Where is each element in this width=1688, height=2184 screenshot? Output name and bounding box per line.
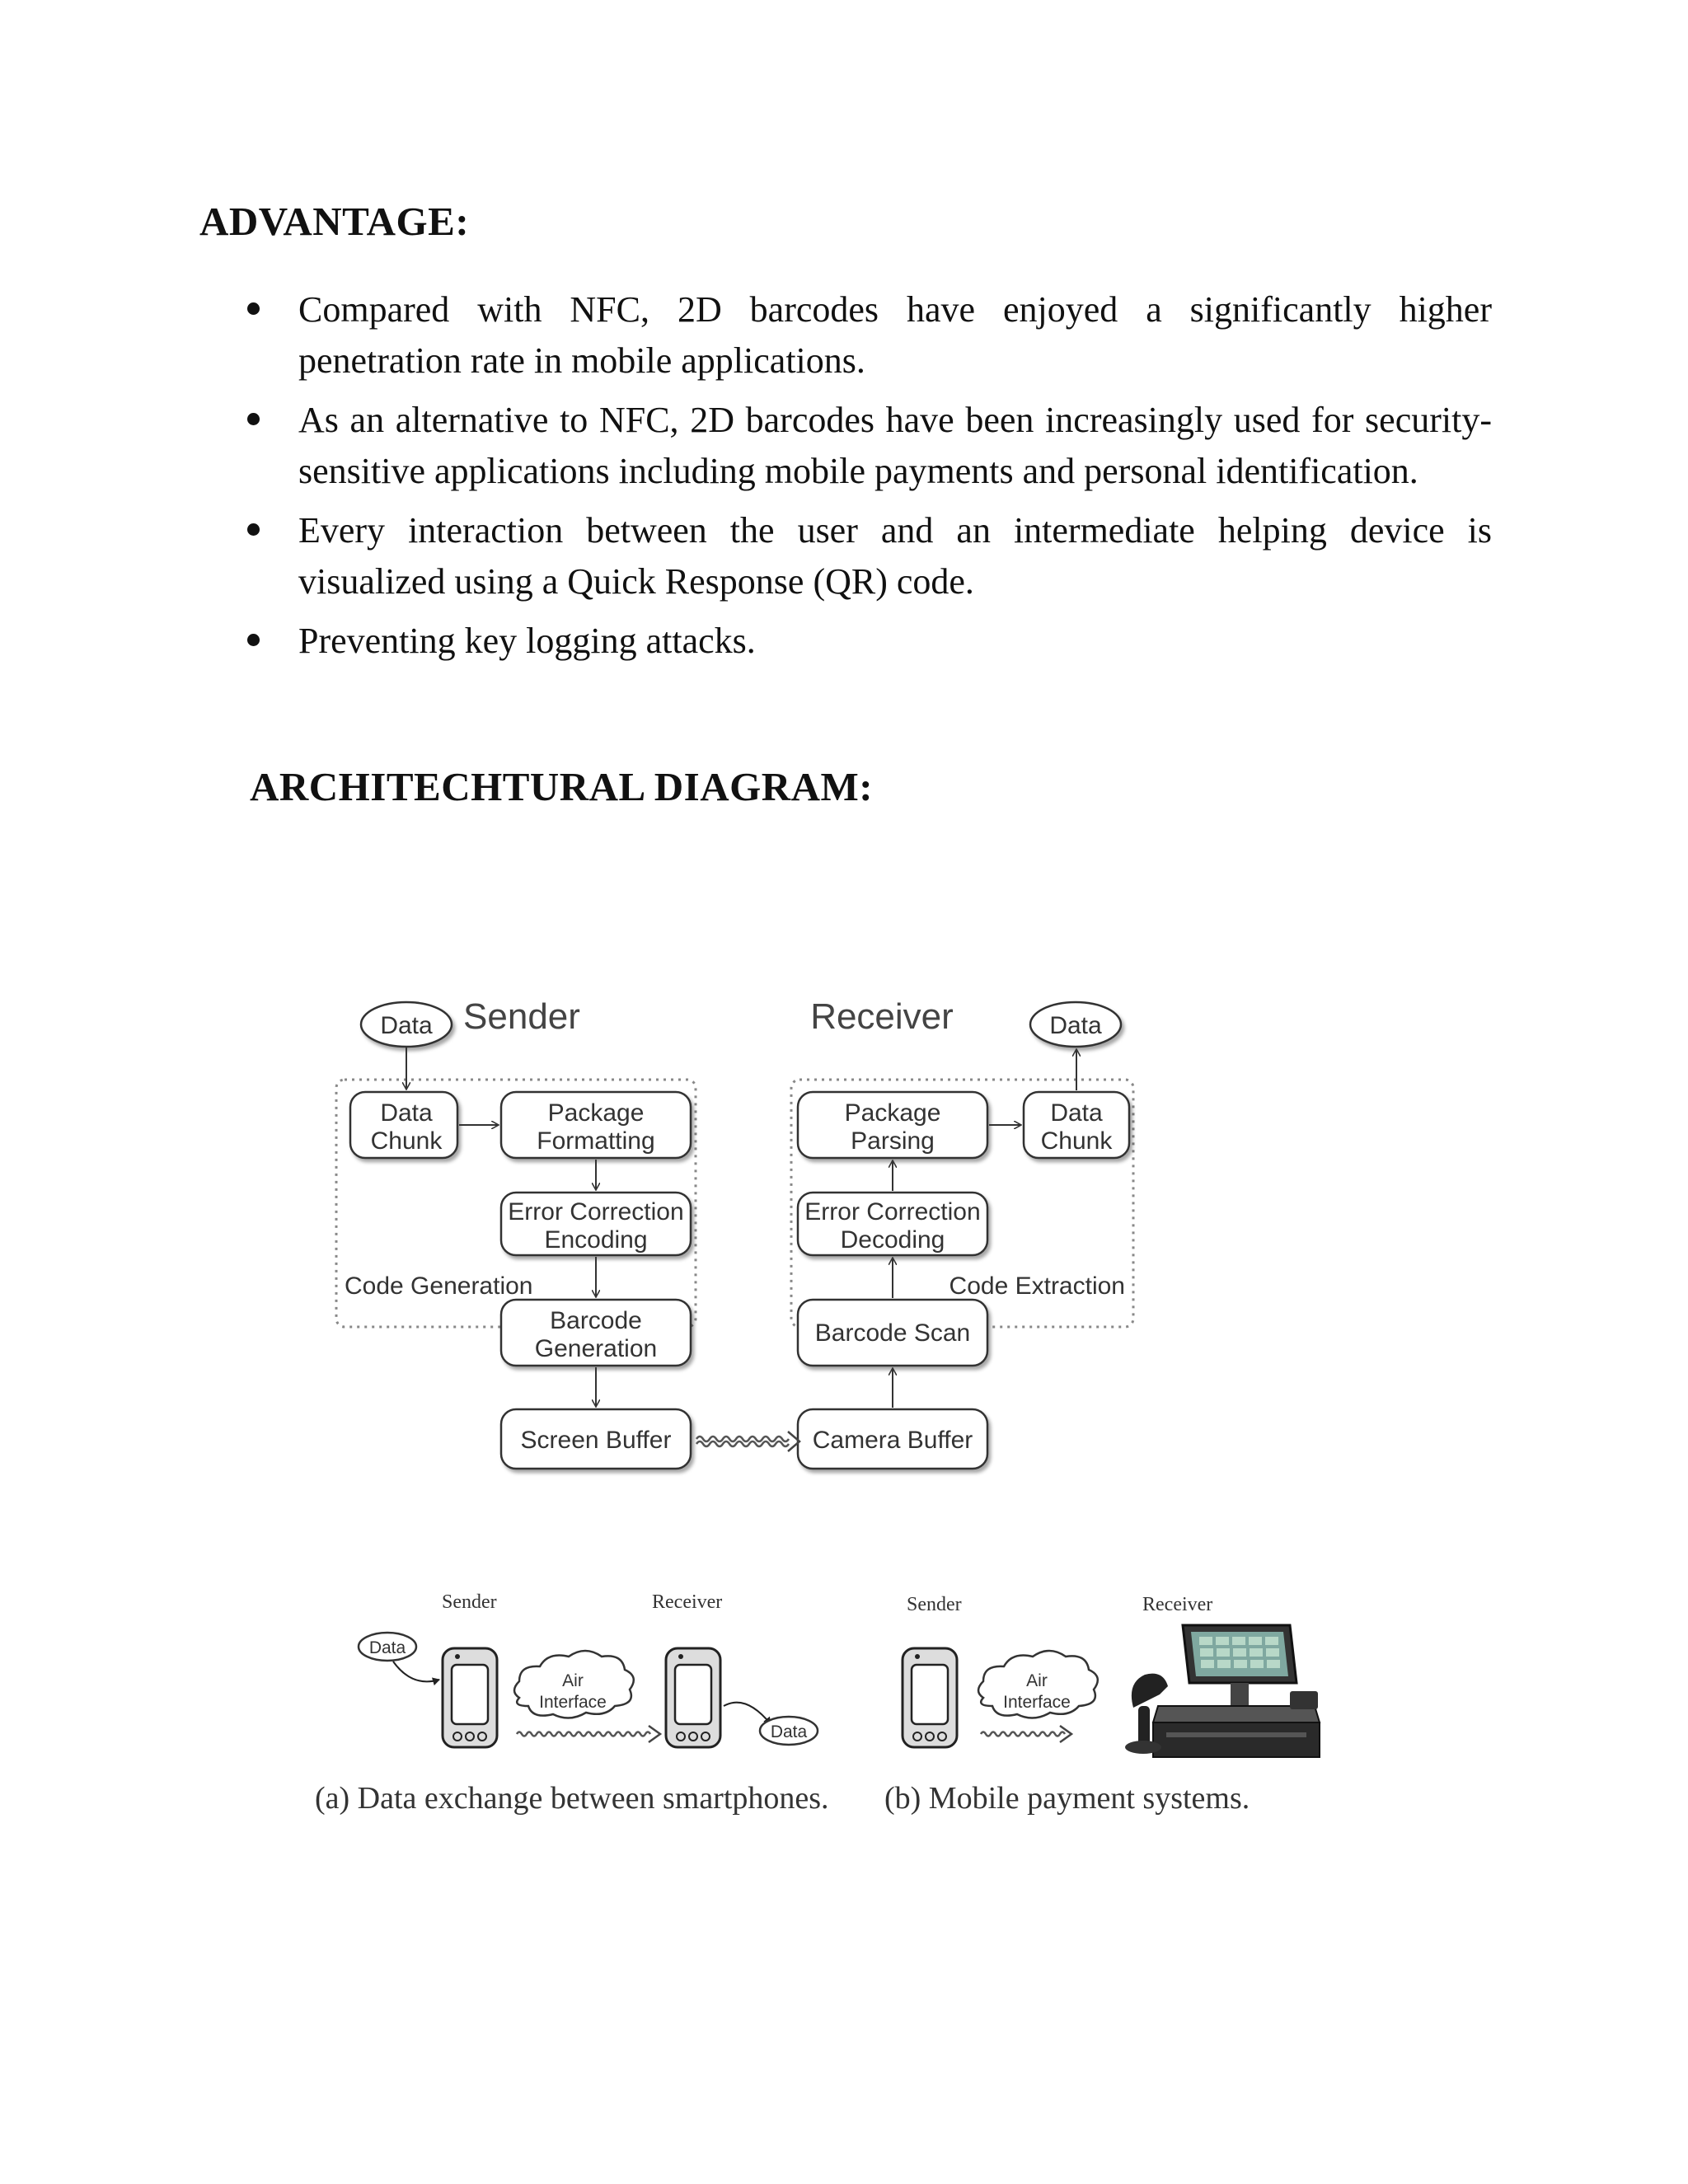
architecture-heading: ARCHITECHTURAL DIAGRAM: <box>250 763 873 810</box>
scenario-a-sender-label: Sender <box>442 1591 497 1614</box>
pos-terminal-icon <box>1125 1625 1320 1757</box>
transmission-arrow <box>696 1432 799 1451</box>
barcode-scan-label: Barcode Scan <box>815 1319 970 1347</box>
sender-title: Sender <box>463 996 580 1037</box>
list-item: Every interaction between the user and a… <box>247 505 1492 607</box>
caption-b: (b) Mobile payment systems. <box>884 1780 1250 1816</box>
arrow-phone-to-data-out <box>724 1703 771 1724</box>
camera-buffer-label: Camera Buffer <box>813 1427 973 1454</box>
bullet-icon <box>247 523 260 536</box>
receiver-title: Receiver <box>810 996 954 1037</box>
scenario-a-data-out-label: Data <box>771 1722 808 1741</box>
bullet-text: Preventing key logging attacks. <box>298 621 756 661</box>
scenario-b-sender-label: Sender <box>907 1594 962 1616</box>
bullet-icon <box>247 302 260 315</box>
bullet-icon <box>247 413 260 425</box>
scenario-a-sender-phone-icon <box>443 1648 497 1747</box>
scenario-a-receiver-label: Receiver <box>652 1591 722 1614</box>
screen-buffer-label: Screen Buffer <box>521 1427 672 1454</box>
arrow-data-in-to-phone <box>393 1661 439 1681</box>
advantage-heading: ADVANTAGE: <box>199 198 469 245</box>
list-item: Preventing key logging attacks. <box>247 616 1492 667</box>
list-item: Compared with NFC, 2D barcodes have enjo… <box>247 284 1492 387</box>
caption-a: (a) Data exchange between smartphones. <box>315 1780 829 1816</box>
receiver-data-label: Data <box>1049 1012 1102 1039</box>
bullet-text: Every interaction between the user and a… <box>298 510 1492 602</box>
scenario-a-data-in-label: Data <box>369 1638 406 1657</box>
scenario-b-transmission-arrow <box>981 1726 1071 1742</box>
bullet-icon <box>247 634 260 646</box>
sender-data-label: Data <box>380 1012 433 1039</box>
bullet-text: As an alternative to NFC, 2D barcodes ha… <box>298 400 1492 491</box>
code-extraction-label: Code Extraction <box>950 1272 1125 1300</box>
scenario-a-receiver-phone-icon <box>666 1648 720 1747</box>
scenario-b-receiver-label: Receiver <box>1142 1594 1212 1616</box>
list-item: As an alternative to NFC, 2D barcodes ha… <box>247 395 1492 497</box>
code-generation-label: Code Generation <box>345 1272 533 1300</box>
scenario-b-sender-phone-icon <box>903 1648 957 1747</box>
bullet-text: Compared with NFC, 2D barcodes have enjo… <box>298 289 1492 381</box>
scenario-a-transmission-arrow <box>517 1726 660 1742</box>
advantage-list: Compared with NFC, 2D barcodes have enjo… <box>247 284 1492 667</box>
